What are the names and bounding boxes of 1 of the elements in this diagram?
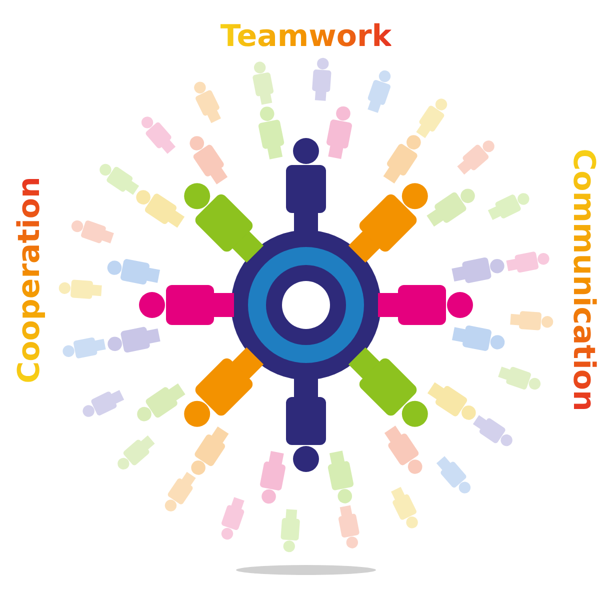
heading-word: Cooperation — [15, 176, 45, 384]
